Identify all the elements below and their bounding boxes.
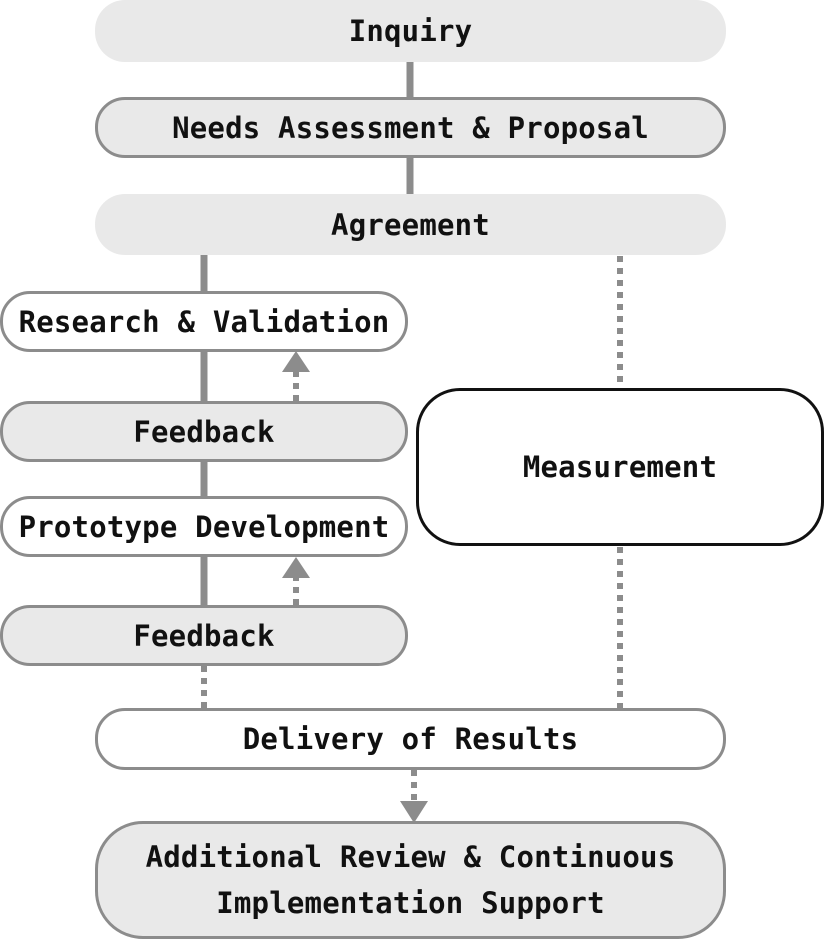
node-additional-review-line1: Additional Review & Continuous [145, 840, 676, 874]
node-feedback-2: Feedback [0, 605, 408, 666]
node-additional-review: Additional Review & Continuous Implement… [95, 821, 726, 939]
node-needs-assessment: Needs Assessment & Proposal [95, 97, 726, 158]
node-inquiry: Inquiry [95, 0, 726, 62]
arrowhead-down-additional [400, 801, 428, 823]
node-agreement-label: Agreement [331, 207, 490, 242]
node-research-validation-label: Research & Validation [18, 304, 390, 339]
node-research-validation: Research & Validation [0, 291, 408, 352]
node-needs-assessment-label: Needs Assessment & Proposal [172, 110, 649, 145]
node-additional-review-line2: Implementation Support [216, 886, 605, 920]
node-prototype-development: Prototype Development [0, 496, 408, 557]
node-prototype-development-label: Prototype Development [18, 509, 390, 544]
node-agreement: Agreement [95, 194, 726, 255]
node-feedback-2-label: Feedback [133, 618, 275, 653]
node-delivery-of-results: Delivery of Results [95, 708, 726, 770]
node-delivery-label: Delivery of Results [242, 722, 579, 756]
node-feedback-1-label: Feedback [133, 414, 275, 449]
node-inquiry-label: Inquiry [348, 14, 473, 48]
arrowhead-up-research [282, 351, 310, 372]
node-measurement-label: Measurement [522, 450, 718, 484]
arrowhead-up-prototype [282, 557, 310, 578]
node-feedback-1: Feedback [0, 401, 408, 462]
node-measurement: Measurement [416, 388, 824, 546]
